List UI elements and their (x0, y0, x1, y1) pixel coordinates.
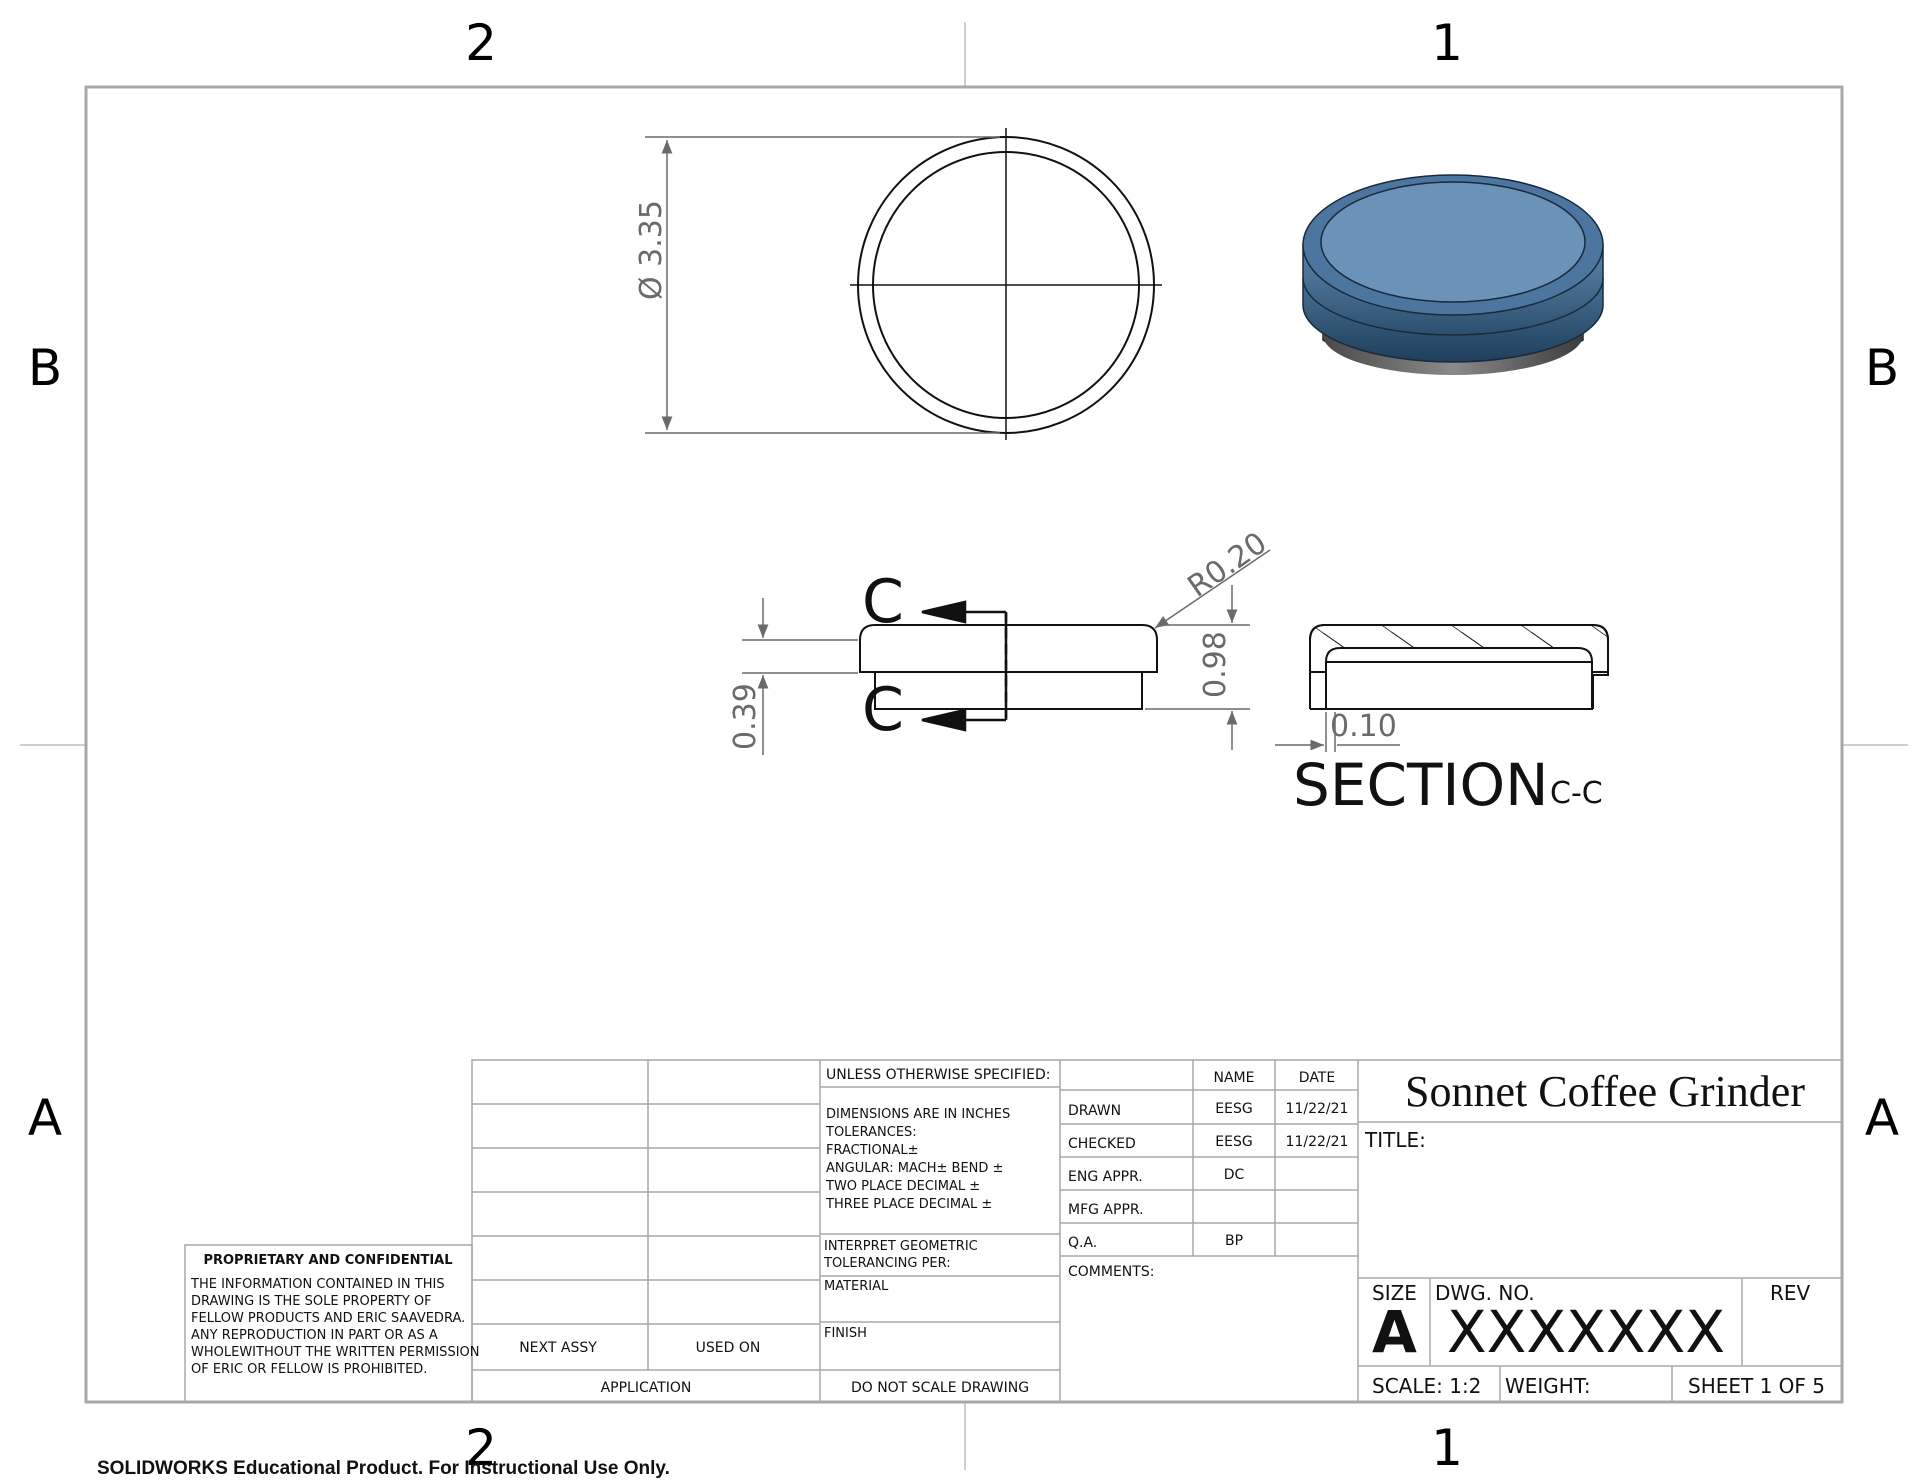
scale-label: SCALE: 1:2 (1372, 1374, 1481, 1398)
proprietary-line: FELLOW PRODUCTS AND ERIC SAAVEDRA. (191, 1311, 465, 1326)
name-header: NAME (1214, 1070, 1255, 1086)
material-label: MATERIAL (824, 1279, 889, 1294)
wall-dimension (1275, 712, 1400, 752)
rev-label: REV (1770, 1281, 1811, 1305)
proprietary-text: THE INFORMATION CONTAINED IN THIS DRAWIN… (190, 1277, 479, 1377)
zone-label-left-a: A (28, 1089, 62, 1147)
proprietary-line: ANY REPRODUCTION IN PART OR AS A (191, 1328, 438, 1343)
interpret-line-2: TOLERANCING PER: (823, 1256, 951, 1271)
section-label: C-C (1550, 776, 1603, 811)
proprietary-line: OF ERIC OR FELLOW IS PROHIBITED. (191, 1362, 427, 1377)
section-marker-bottom: C (862, 675, 904, 745)
zone-label-bottom-1: 1 (1431, 1419, 1463, 1477)
section-view (1309, 624, 1609, 710)
do-not-scale: DO NOT SCALE DRAWING (851, 1380, 1029, 1396)
approval-name: EESG (1215, 1101, 1252, 1117)
proprietary-title: PROPRIETARY AND CONFIDENTIAL (203, 1253, 452, 1268)
diameter-dimension (645, 136, 1000, 434)
used-on-label: USED ON (696, 1340, 761, 1356)
proprietary-line: DRAWING IS THE SOLE PROPERTY OF (191, 1294, 432, 1309)
approval-label: CHECKED (1068, 1136, 1136, 1152)
zone-label-top-1: 1 (1431, 14, 1463, 72)
section-title: SECTION (1293, 751, 1549, 819)
zone-label-top-2: 2 (465, 14, 497, 72)
tolerance-line-2: TOLERANCES: (825, 1125, 917, 1140)
tolerance-line-6: THREE PLACE DECIMAL ± (825, 1197, 992, 1212)
thickness-label: 0.39 (728, 683, 763, 750)
tolerance-line-1: DIMENSIONS ARE IN INCHES (826, 1107, 1010, 1122)
radius-leader (1154, 549, 1271, 629)
company-name: Sonnet Coffee Grinder (1405, 1067, 1805, 1116)
approval-label: Q.A. (1068, 1235, 1097, 1251)
proprietary-line: THE INFORMATION CONTAINED IN THIS (190, 1277, 445, 1292)
isometric-view (1302, 174, 1604, 375)
zone-ticks (20, 22, 1908, 1470)
application-label: APPLICATION (601, 1380, 692, 1396)
zone-label-left-b: B (28, 339, 62, 397)
date-header: DATE (1299, 1070, 1335, 1086)
radius-label: R0.20 (1182, 526, 1274, 605)
zone-label-bottom-2: 2 (465, 1419, 497, 1477)
thickness-dimension (742, 598, 858, 755)
approval-name: DC (1224, 1167, 1245, 1183)
approval-date: 11/22/21 (1286, 1101, 1349, 1117)
interpret-line-1: INTERPRET GEOMETRIC (824, 1239, 978, 1254)
height-dimension (1145, 585, 1250, 750)
weight-label: WEIGHT: (1505, 1374, 1591, 1398)
title-label: TITLE: (1364, 1128, 1426, 1152)
approval-rows: DRAWN EESG 11/22/21 CHECKED EESG 11/22/2… (1068, 1101, 1348, 1251)
title-block-grid (184, 1059, 1843, 1403)
finish-label: FINISH (824, 1326, 867, 1341)
dwg-no: XXXXXXX (1447, 1298, 1725, 1366)
height-label: 0.98 (1198, 631, 1233, 698)
section-cut-markers (921, 600, 1008, 732)
size-value: A (1372, 1298, 1417, 1366)
tolerance-line-4: ANGULAR: MACH± BEND ± (826, 1161, 1003, 1176)
top-view (850, 128, 1162, 440)
size-label: SIZE (1372, 1281, 1417, 1305)
approval-date: 11/22/21 (1286, 1134, 1349, 1150)
approval-name: EESG (1215, 1134, 1252, 1150)
wall-label: 0.10 (1330, 709, 1397, 744)
dwg-no-label: DWG. NO. (1435, 1281, 1535, 1305)
tolerance-line-3: FRACTIONAL± (826, 1143, 919, 1158)
zone-label-right-b: B (1865, 339, 1899, 397)
next-assy-label: NEXT ASSY (519, 1340, 597, 1356)
approval-label: ENG APPR. (1068, 1169, 1143, 1185)
solidworks-notice: SOLIDWORKS Educational Product. For Inst… (97, 1458, 670, 1479)
tolerance-line-5: TWO PLACE DECIMAL ± (825, 1179, 980, 1194)
sheet-label: SHEET 1 OF 5 (1688, 1374, 1825, 1398)
proprietary-line: WHOLEWITHOUT THE WRITTEN PERMISSION (191, 1345, 479, 1360)
zone-label-right-a: A (1865, 1089, 1899, 1147)
approval-label: MFG APPR. (1068, 1202, 1144, 1218)
approval-label: DRAWN (1068, 1103, 1121, 1119)
comments-label: COMMENTS: (1068, 1264, 1154, 1280)
approval-name: BP (1225, 1233, 1243, 1249)
front-view (859, 612, 1158, 720)
diameter-label: Ø 3.35 (634, 200, 669, 300)
section-marker-top: C (862, 567, 904, 637)
unless-specified: UNLESS OTHERWISE SPECIFIED: (826, 1067, 1050, 1083)
